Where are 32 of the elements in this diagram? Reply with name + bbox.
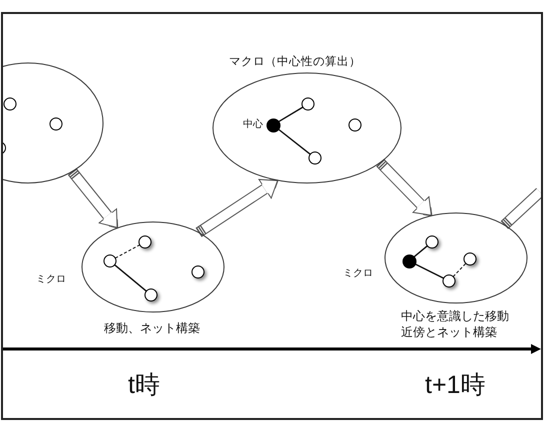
caption-text: 近傍とネット構築 — [401, 325, 497, 340]
node-circle — [463, 252, 477, 266]
filled-node-circle — [402, 254, 416, 268]
node-circle — [103, 254, 117, 268]
connector-line — [278, 106, 304, 122]
node-circle — [425, 235, 439, 249]
caption-text: 中心を意識した移動 — [401, 309, 509, 324]
connector-line — [414, 245, 428, 258]
filled-node-circle — [266, 118, 280, 132]
block-arrow — [68, 168, 122, 232]
connector-line — [278, 128, 311, 155]
node-circle — [191, 265, 205, 279]
heading-text: マクロ（中心性の算出） — [229, 56, 361, 69]
node-circle — [308, 151, 322, 165]
caption-text: 移動、ネット構築 — [104, 321, 200, 336]
connector-line — [114, 264, 147, 292]
time-label: t時 — [128, 371, 160, 399]
node-circle — [301, 97, 315, 111]
connector-line — [414, 263, 444, 279]
node-circle — [348, 118, 362, 132]
dashed-connector — [452, 262, 466, 278]
center-label: 中心 — [243, 119, 263, 131]
side-label: ミクロ — [36, 274, 66, 286]
block-arrow — [196, 176, 282, 238]
side-label: ミクロ — [343, 268, 373, 280]
time-label: t+1時 — [425, 371, 486, 399]
node-circle — [49, 117, 63, 131]
node-circle — [3, 97, 17, 111]
node-circle — [144, 288, 158, 302]
node-circle — [442, 274, 456, 288]
dashed-connector — [114, 244, 140, 259]
node-circle — [138, 235, 152, 249]
